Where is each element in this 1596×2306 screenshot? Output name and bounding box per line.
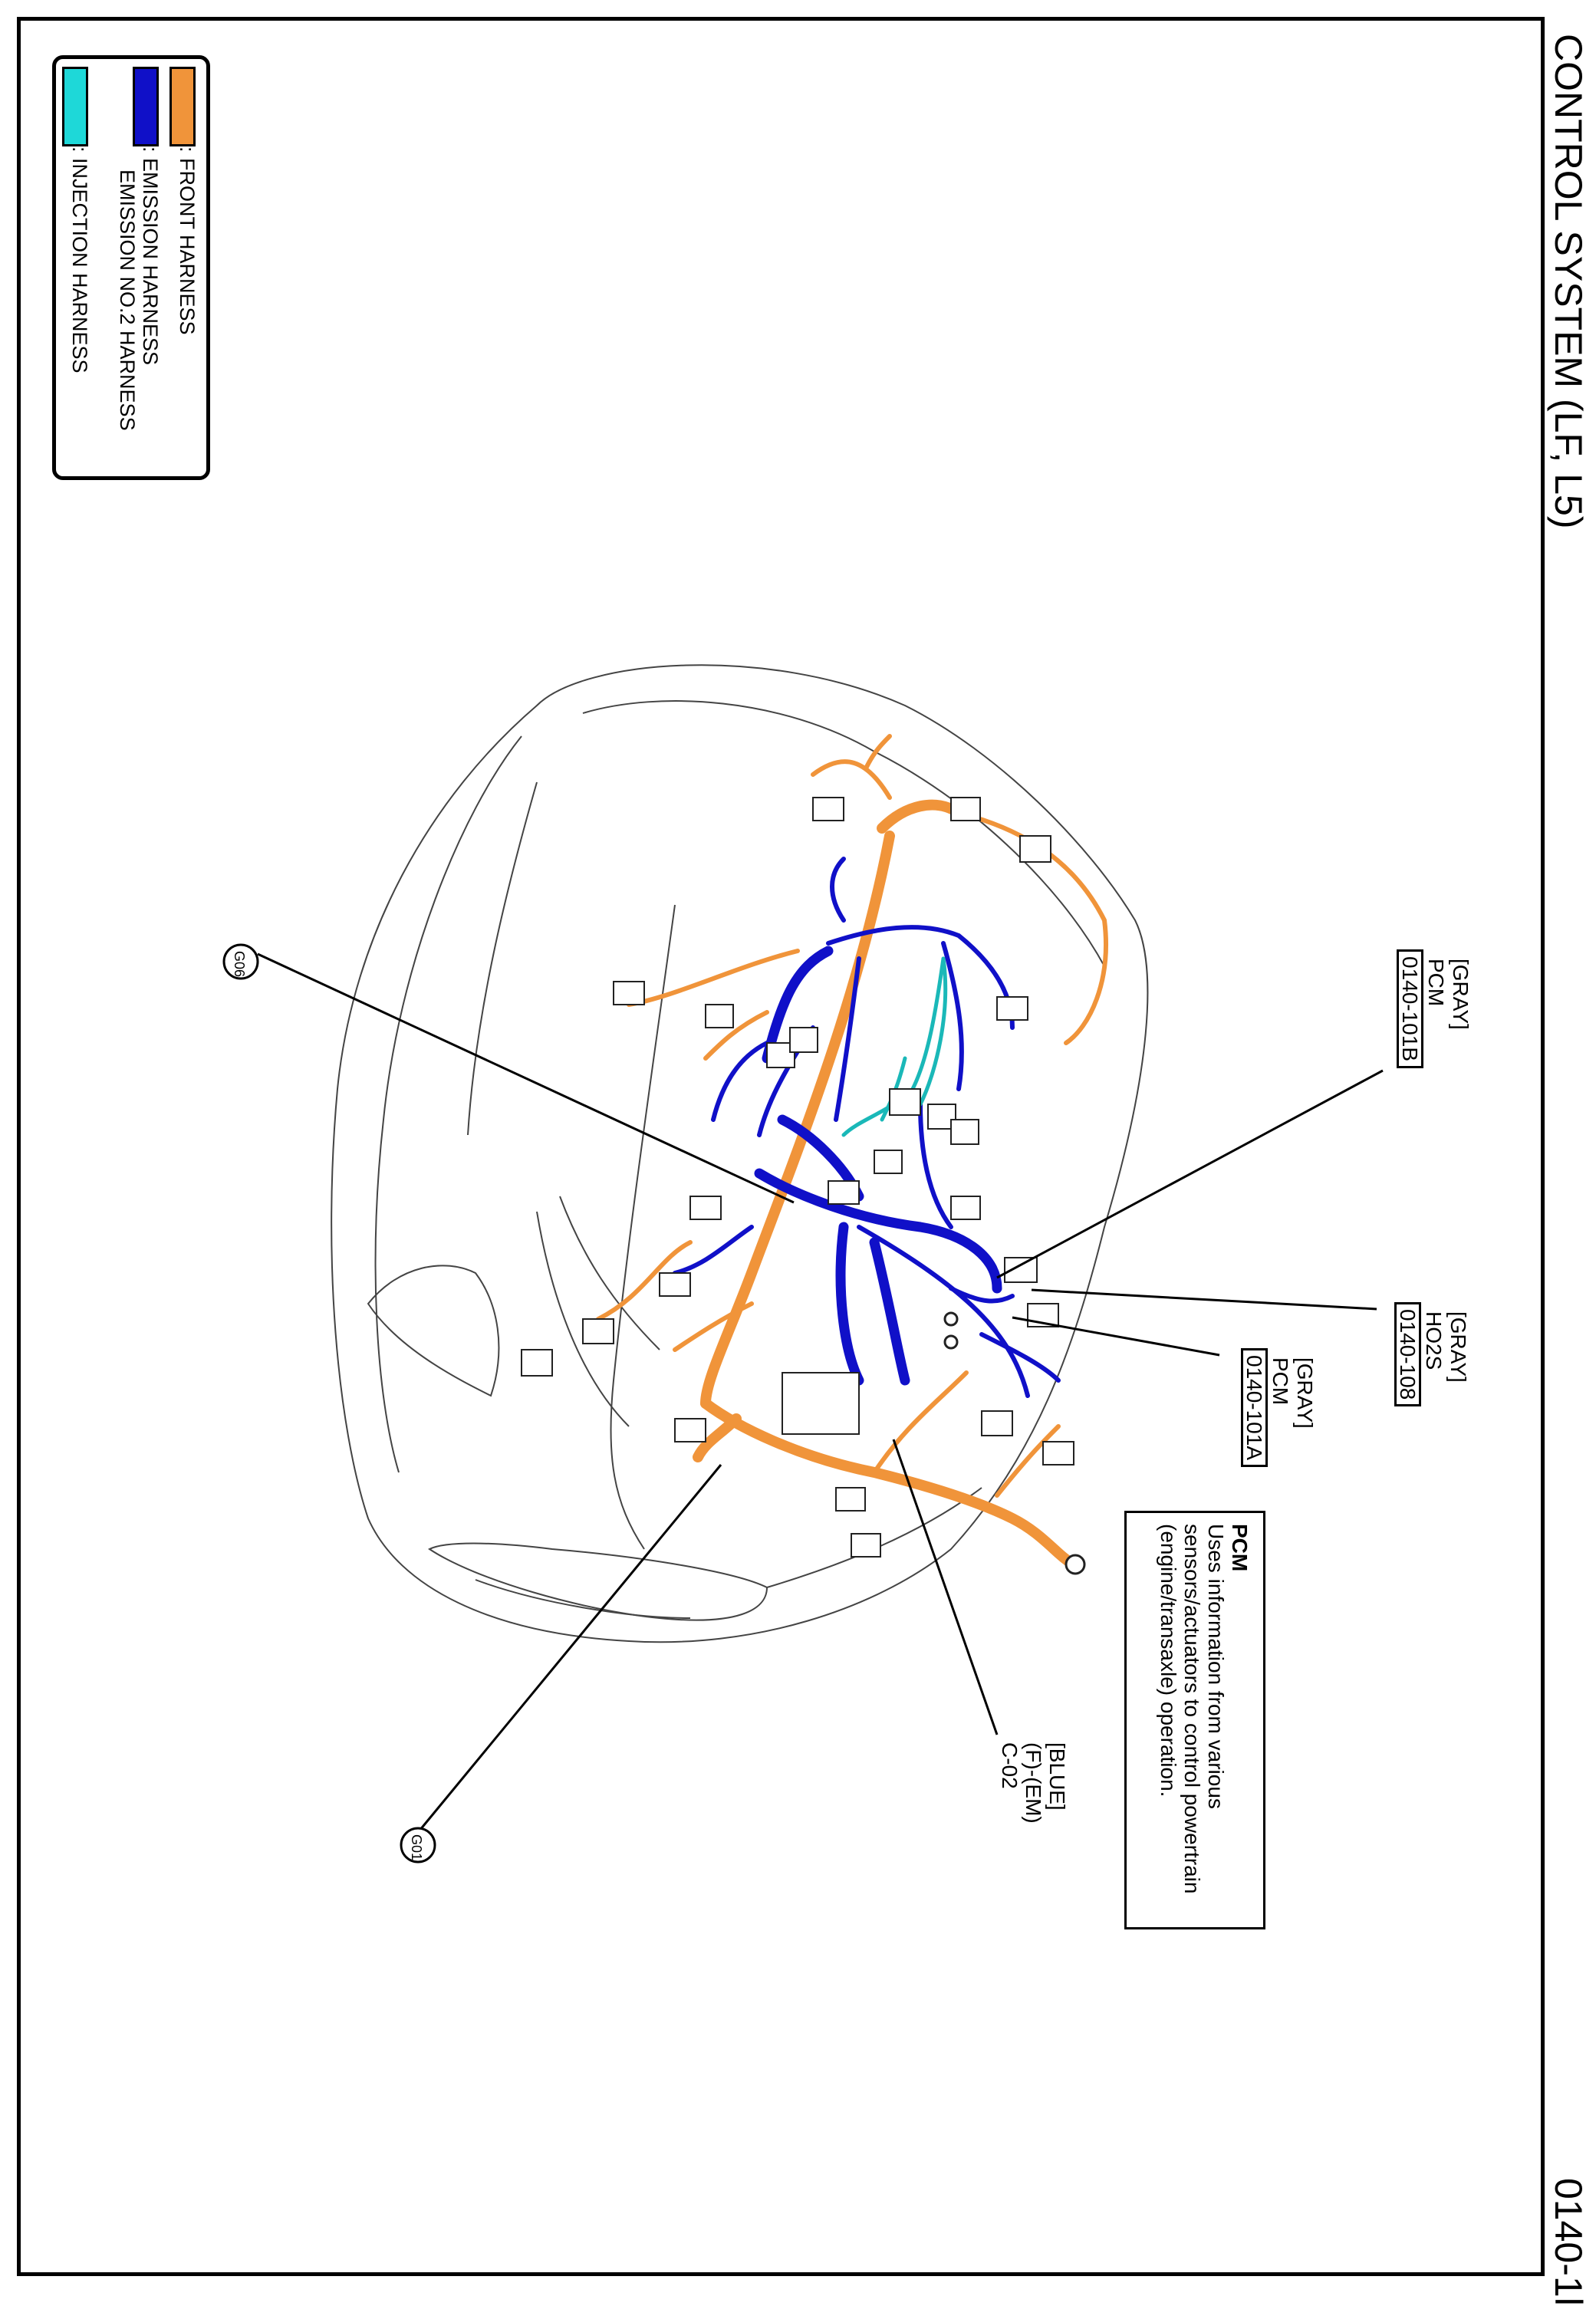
pcm-a-code: 0140-101A — [1241, 1348, 1268, 1468]
vehicle-outline — [331, 664, 1149, 1643]
pcm-b-color: [GRAY] — [1449, 959, 1473, 1030]
c02-name: (F)-(EM) — [1022, 1742, 1045, 1824]
ho2s-name: HO2S — [1422, 1311, 1446, 1370]
pcm-description-line-3: (engine/transaxle) operation. — [1157, 1524, 1180, 1798]
ground-g01-label: G01 — [409, 1834, 424, 1861]
pcm-a-color: [GRAY] — [1293, 1357, 1317, 1429]
pcm-a-name: PCM — [1269, 1357, 1292, 1406]
callout-leader-lines — [257, 952, 1384, 1831]
ground-g06-label: G06 — [232, 951, 247, 978]
emission-harness-swatch — [133, 67, 159, 146]
pcm-b-code: 0140-101B — [1397, 949, 1423, 1069]
front-harness-wires — [693, 799, 1079, 1570]
pcm-b-name: PCM — [1424, 959, 1448, 1007]
pcm-description-title: PCM — [1228, 1524, 1252, 1572]
c02-code: C-02 — [998, 1742, 1022, 1789]
harness-legend: : FRONT HARNESS : EMISSION HARNESS EMISS… — [52, 55, 210, 480]
page-frame — [17, 17, 1545, 2276]
ground-label-circles — [222, 943, 436, 1864]
pcm-description-line-2: sensors/actuators to control powertrain — [1180, 1524, 1204, 1894]
pcm-description-line-1: Uses information from various — [1204, 1524, 1228, 1809]
front-harness-branches — [596, 734, 1108, 1498]
connector-blocks — [521, 797, 1074, 1558]
ground-eyelets — [943, 1311, 1086, 1575]
injection-harness-swatch — [62, 67, 88, 146]
ho2s-color: [GRAY] — [1446, 1311, 1470, 1383]
pcm-description-box: PCM Uses information from various sensor… — [1124, 1511, 1265, 1929]
ho2s-code: 0140-108 — [1394, 1302, 1421, 1407]
c02-color: [BLUE] — [1045, 1742, 1069, 1811]
front-harness-swatch — [169, 67, 196, 146]
